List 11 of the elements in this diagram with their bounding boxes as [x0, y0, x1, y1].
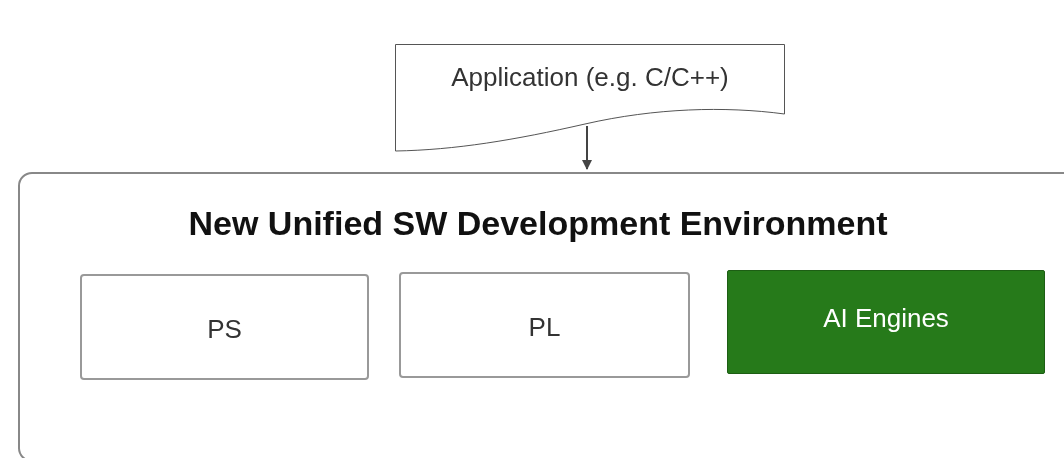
arrow: [582, 125, 592, 170]
environment-frame: [18, 172, 1064, 458]
frame-title: New Unified SW Development Environment: [187, 204, 889, 243]
node-label: Application (e.g. C/C++): [450, 62, 730, 93]
node-label: AI Engines: [822, 303, 950, 334]
process-box: [727, 270, 1045, 374]
node-label: PS: [206, 314, 243, 345]
process-box: [80, 274, 369, 380]
process-box: [399, 272, 690, 378]
document-shape: [395, 44, 785, 152]
node-label: PL: [527, 312, 562, 343]
